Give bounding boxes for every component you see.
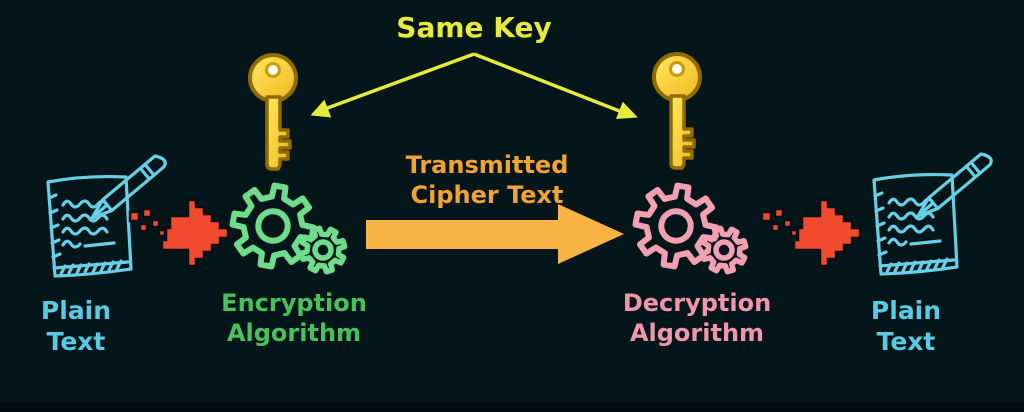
encryption-label: Encryption Algorithm bbox=[221, 289, 367, 347]
gears-icon bbox=[630, 180, 754, 280]
arrowhead-left-icon bbox=[310, 99, 332, 118]
bottom-letterbox bbox=[0, 402, 1024, 412]
arrowhead-right-icon bbox=[615, 101, 638, 120]
plain-text-right-label: Plain Text bbox=[870, 296, 942, 357]
cipher-text-label: Transmitted Cipher Text bbox=[405, 151, 569, 209]
same-key-pointer-lines bbox=[310, 52, 638, 120]
key-icon bbox=[652, 52, 702, 170]
key-icon bbox=[248, 53, 298, 171]
block-arrow-right-icon bbox=[366, 204, 624, 264]
document-pencil-icon bbox=[872, 152, 993, 276]
arrow-pointer-icon bbox=[473, 52, 623, 114]
plain-text-left-label: Plain Text bbox=[40, 296, 112, 357]
pixel-arrow-right-icon bbox=[760, 198, 862, 268]
arrow-pointer-icon bbox=[321, 52, 475, 112]
gears-icon bbox=[227, 180, 353, 280]
decryption-label: Decryption Algorithm bbox=[622, 289, 772, 347]
pixel-arrow-right-icon bbox=[128, 198, 230, 268]
same-key-label: Same Key bbox=[396, 11, 552, 44]
